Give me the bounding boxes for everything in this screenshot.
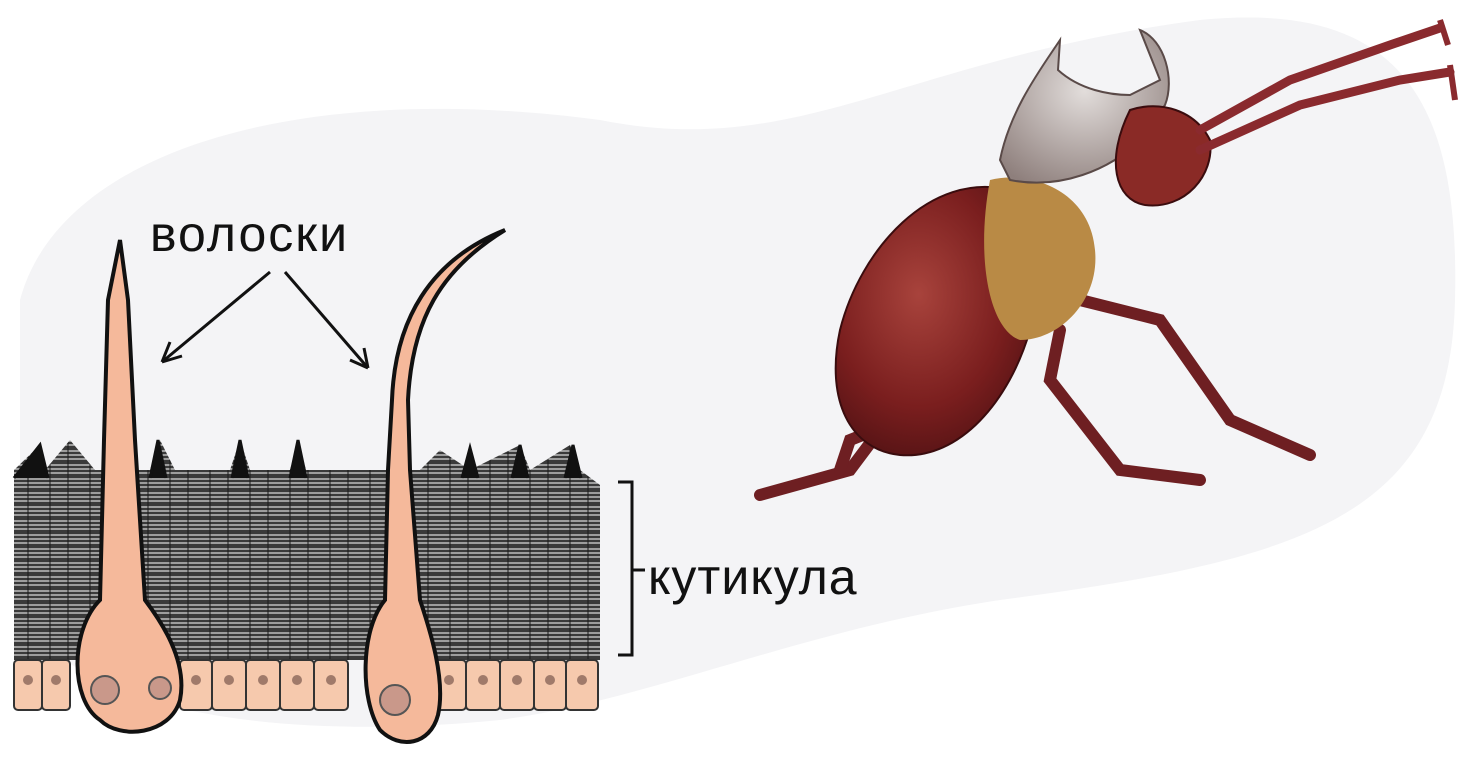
hairs-label: волоски: [150, 205, 349, 263]
cuticle-label: кутикула: [648, 548, 858, 606]
